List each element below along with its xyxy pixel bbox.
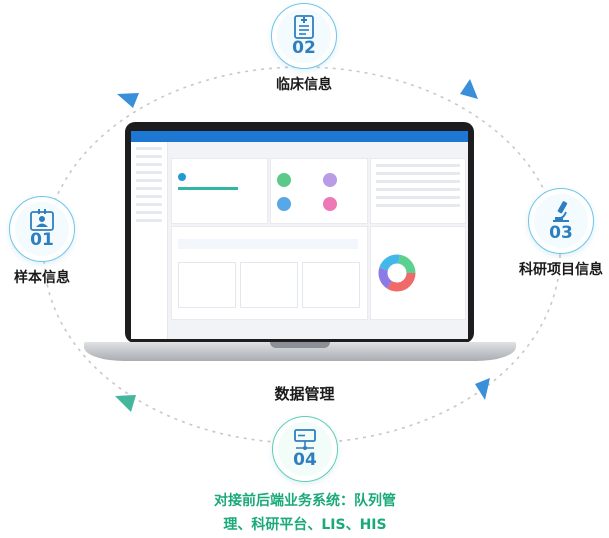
laptop-notch [270,342,330,348]
node-number: 04 [293,450,317,470]
node-label-line2: 理、科研平台、LIS、HIS [223,517,387,533]
node-number: 02 [292,38,316,58]
id-card-icon [30,209,54,231]
medical-record-icon [294,15,314,39]
dashboard-header-bar [131,131,468,142]
node-label: 样本信息 [14,270,70,286]
dashboard-panel-donut [370,226,466,320]
node-label: 临床信息 [276,77,332,93]
network-server-icon [294,429,316,450]
dashboard-screenshot [131,131,468,339]
node-research-project-info: 03 科研项目信息 [513,188,609,279]
node-system-integration: 04 对接前后端业务系统：队列管 理、科研平台、LIS、HIS [185,416,425,534]
dashboard-sidebar [131,142,168,339]
dashboard-panel-data-management [171,226,368,320]
node-label: 科研项目信息 [519,262,603,278]
dashboard-panel-clinical [270,158,368,224]
node-sample-info: 01 样本信息 [2,196,82,287]
arrow-top-left [117,93,139,108]
dashboard-panel-sample [171,158,268,224]
dashboard-panel-projects [370,158,466,224]
arrow-top-right [460,79,478,99]
arrow-bottom-right [475,378,490,400]
donut-chart-icon [378,254,416,292]
node-number: 03 [549,223,573,243]
laptop-base [84,342,516,361]
node-clinical-info: 02 临床信息 [264,3,344,94]
node-number: 01 [30,230,54,250]
node-label-line1: 对接前后端业务系统：队列管 [214,493,396,509]
center-label: 数据管理 [274,385,335,403]
microscope-icon [553,201,569,222]
arrow-bottom-left [115,395,136,412]
